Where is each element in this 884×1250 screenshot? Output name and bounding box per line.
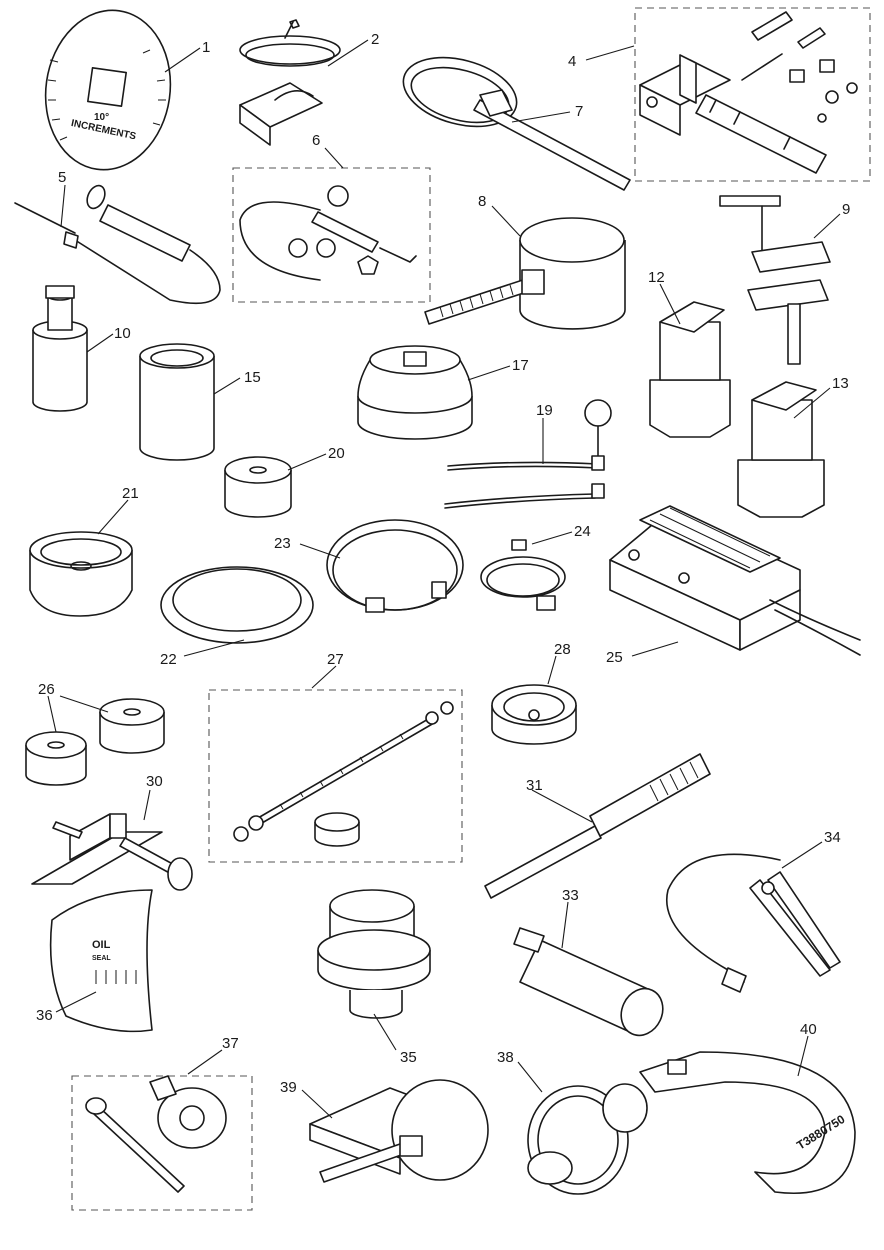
callout-7: 7 — [575, 103, 583, 120]
oil-seal-text-line2: SEAL — [92, 955, 111, 962]
tool-4-kit — [639, 11, 858, 174]
callout-37: 37 — [222, 1035, 239, 1052]
callout-20: 20 — [328, 445, 345, 462]
tool-23-harness — [326, 519, 464, 613]
callout-36: 36 — [36, 1007, 53, 1024]
tool-19-gauge-hoses — [444, 399, 612, 509]
callout-28: 28 — [554, 641, 571, 658]
callout-30: 30 — [146, 773, 163, 790]
tool-10-cylinder — [32, 285, 88, 412]
callout-34: 34 — [824, 829, 841, 846]
tool-8-puller — [424, 217, 626, 330]
callout-33: 33 — [562, 887, 579, 904]
tool-13-drift — [737, 381, 825, 518]
callout-21: 21 — [122, 485, 139, 502]
oil-seal-text-line1: OIL — [92, 939, 111, 951]
callout-24: 24 — [574, 523, 591, 540]
callout-10: 10 — [114, 325, 131, 342]
tool-35-sleeve — [317, 889, 431, 1019]
tool-7-strap-wrench — [402, 56, 631, 191]
tool-28-socket — [491, 684, 577, 745]
tool-36-oil-seal: OIL SEAL — [49, 889, 153, 1033]
group-frame-27 — [208, 689, 463, 863]
callout-40: 40 — [800, 1021, 817, 1038]
tool-37-pin-kit — [85, 1075, 227, 1193]
callout-1: 1 — [202, 39, 210, 56]
callout-9: 9 — [842, 201, 850, 218]
callout-35: 35 — [400, 1049, 417, 1066]
callout-17: 17 — [512, 357, 529, 374]
tool-26-drifts — [25, 698, 165, 786]
tool-34-pliers — [666, 853, 841, 993]
callout-15: 15 — [244, 369, 261, 386]
disc-degree-text: 10° — [94, 112, 109, 123]
callout-27: 27 — [327, 651, 344, 668]
tool-31-handle — [484, 753, 711, 899]
callout-labels: 1 2 4 5 6 7 8 9 10 12 13 15 17 19 20 21 … — [36, 31, 850, 1096]
tool-24-cable — [480, 539, 566, 611]
tool-2-diagnostic-cable — [239, 19, 341, 146]
callout-22: 22 — [160, 651, 177, 668]
tool-12-drift — [649, 301, 731, 438]
tool-39-press-frame — [309, 1079, 489, 1183]
tool-1-degree-disc: 10° INCREMENTS — [44, 9, 172, 171]
tool-6-tester-kit — [239, 185, 417, 281]
tool-33-slide-hammer — [513, 927, 664, 1037]
tool-22-ring — [160, 566, 314, 644]
callout-2: 2 — [371, 31, 379, 48]
callout-12: 12 — [648, 269, 665, 286]
callout-31: 31 — [526, 777, 543, 794]
callout-8: 8 — [478, 193, 486, 210]
tool-40-c-spanner: T3880750 — [639, 1051, 856, 1194]
tool-30-puller — [31, 813, 193, 891]
group-frame-37 — [71, 1075, 253, 1211]
tool-9-press-tool — [719, 195, 831, 365]
callout-25: 25 — [606, 649, 623, 666]
callout-5: 5 — [58, 169, 66, 186]
callout-26: 26 — [38, 681, 55, 698]
group-frame-6 — [232, 167, 431, 303]
leader-lines — [47, 39, 841, 1119]
callout-6: 6 — [312, 132, 320, 149]
tool-38-drift — [527, 1083, 648, 1195]
tool-21-cup — [29, 531, 133, 617]
tool-5-syringe — [14, 184, 221, 305]
tool-25-charger — [609, 505, 861, 656]
tool-27-rod-kit — [233, 701, 454, 847]
callout-19: 19 — [536, 402, 553, 419]
tool-20-drift — [224, 456, 292, 518]
callout-23: 23 — [274, 535, 291, 552]
callout-4: 4 — [568, 53, 576, 70]
callout-39: 39 — [280, 1079, 297, 1096]
tool-15-socket — [139, 343, 215, 461]
tool-17-filter-cup — [357, 345, 473, 440]
callout-38: 38 — [497, 1049, 514, 1066]
callout-13: 13 — [832, 375, 849, 392]
